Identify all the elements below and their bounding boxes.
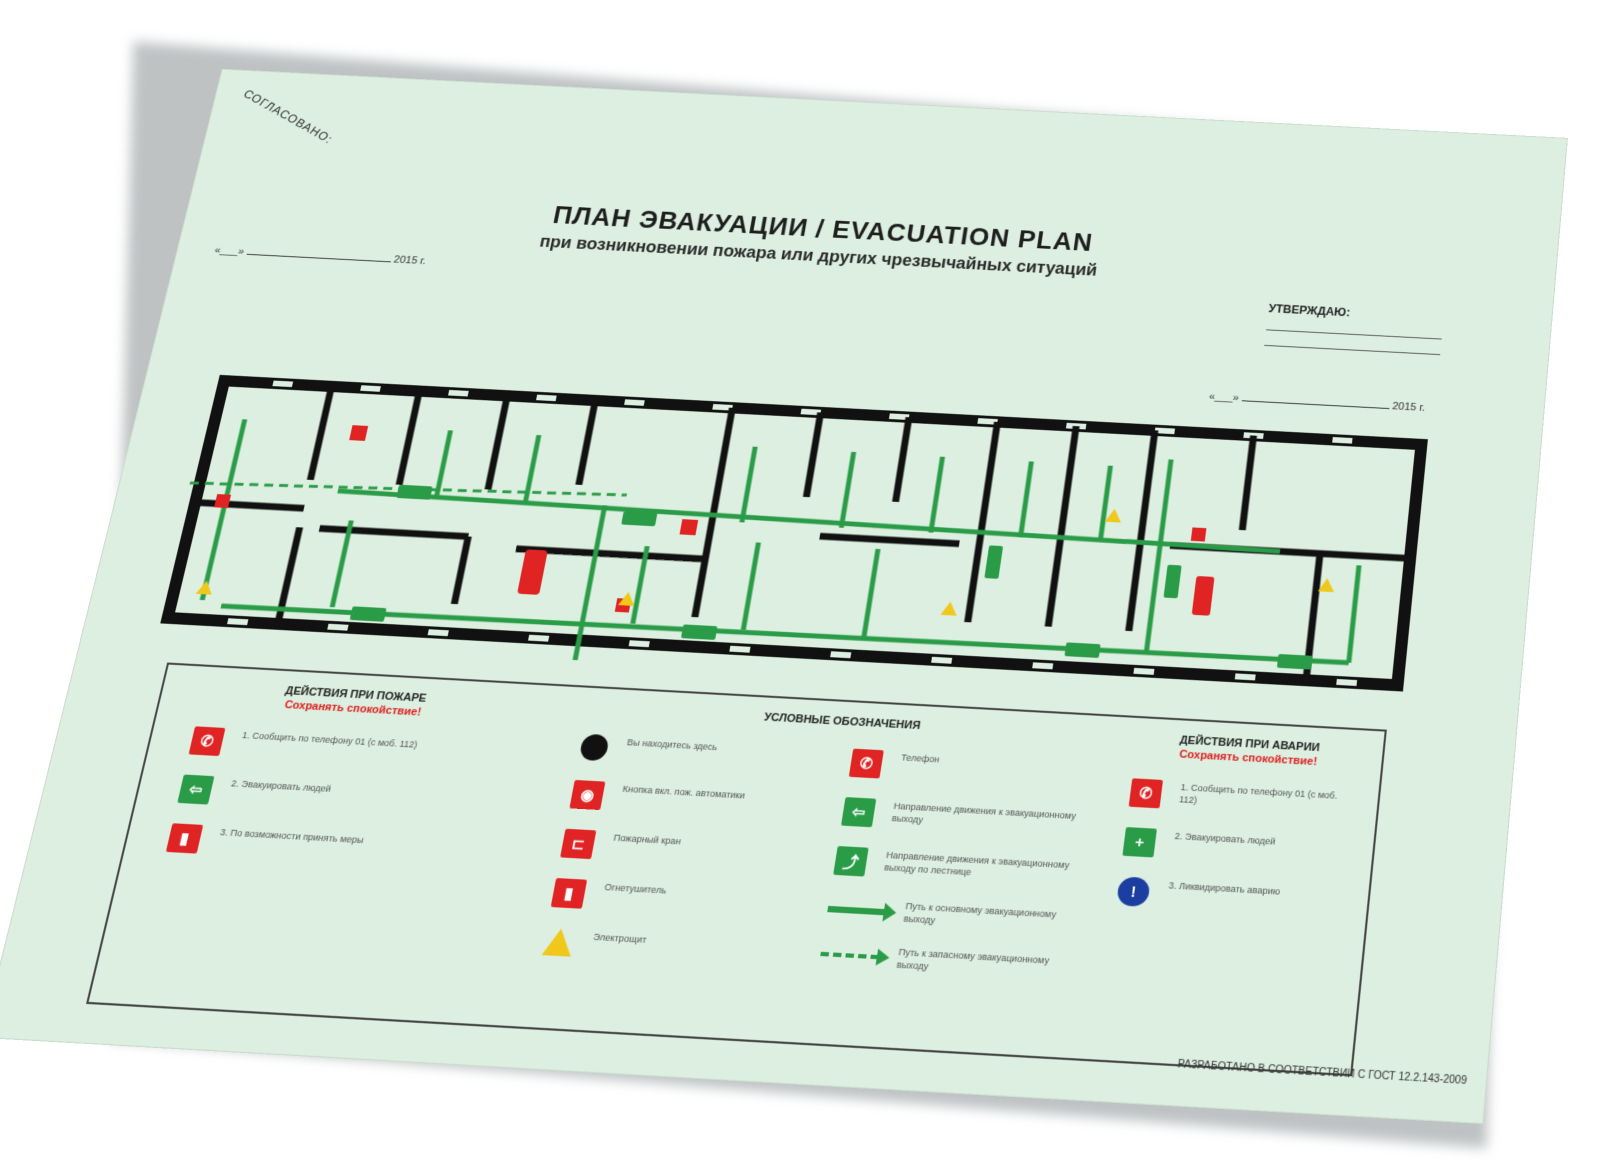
hydrant-icon: ⊏ [560, 828, 597, 860]
electric-board-icon [541, 927, 576, 957]
spare-route-arrow-icon [820, 951, 880, 960]
main-evacuation-routes [191, 410, 1369, 706]
stairs-exit-icon: ⤴ [833, 846, 869, 877]
alarm-button-icon: ◉ [569, 779, 606, 811]
fire-actions: ДЕЙСТВИЯ ПРИ ПОЖАРЕ Сохранять спокойстви… [165, 681, 509, 870]
symbol-spare-route: Путь к запасному эвакуационному выходу [895, 946, 1050, 972]
accident-step-3: 3. Ликвидировать аварию [1168, 880, 1281, 897]
exit-icon: ⇦ [177, 774, 215, 805]
symbol-exit: Направление движения к эвакуационному вы… [891, 800, 1077, 825]
phone-icon: ✆ [188, 726, 226, 757]
main-route-arrow-icon [827, 905, 887, 916]
symbol-phone: Телефон [900, 752, 941, 765]
you-are-here-icon [578, 733, 610, 762]
phone-icon: ✆ [848, 748, 884, 779]
fire-step-2: 2. Эвакуировать людей [230, 778, 333, 794]
symbol-extinguisher: Огнетушитель [603, 881, 668, 896]
date-left: «___»2015 г. [213, 244, 427, 267]
symbol-main-route: Путь к основному эвакуационному выходу [902, 900, 1057, 926]
accident-actions: ДЕЙСТВИЯ ПРИ АВАРИИ Сохранять спокойстви… [1116, 732, 1363, 918]
symbol-hydrant: Пожарный кран [612, 832, 682, 847]
floor-plan [153, 362, 1433, 706]
symbol-stairs: Направление движения к эвакуационному вы… [883, 849, 1071, 878]
fire-step-3: 3. По возможности принять меры [219, 826, 365, 846]
extinguisher-icon: ▮ [550, 878, 588, 909]
legend-box: ДЕЙСТВИЯ ПРИ ПОЖАРЕ Сохранять спокойстви… [86, 662, 1387, 1077]
symbol-alarm: Кнопка вкл. пож. автоматики [621, 783, 746, 801]
accident-step-1: 1. Сообщить по телефону 01 (с моб. 112) [1178, 782, 1338, 806]
symbols: УСЛОВНЫЕ ОБОЗНАЧЕНИЯ Вы находитесь здесь… [541, 702, 1098, 985]
approved-label: СОГЛАСОВАНО: [240, 86, 336, 147]
fire-step-1: 1. Сообщить по телефону 01 (с моб. 112) [241, 730, 419, 750]
confirm-block: УТВЕРЖДАЮ: [1264, 302, 1444, 356]
plan-sheet: СОГЛАСОВАНО: «___»2015 г. ПЛАН ЭВАКУАЦИИ… [0, 69, 1567, 1124]
extinguisher-icon: ▮ [165, 823, 204, 854]
date-right: «___»2015 г. [1208, 391, 1426, 414]
exit-signs [349, 484, 1313, 670]
symbol-electric: Электрощит [592, 931, 648, 946]
accident-step-2: 2. Эвакуировать людей [1174, 830, 1277, 847]
exit-icon: ⇦ [841, 797, 877, 828]
first-aid-icon: + [1122, 827, 1157, 858]
symbol-you-are-here: Вы находитесь здесь [626, 737, 719, 753]
confirm-label: УТВЕРЖДАЮ: [1267, 302, 1351, 320]
phone-icon: ✆ [1128, 778, 1164, 809]
liquidation-icon: ! [1116, 876, 1151, 908]
plan-title-block: ПЛАН ЭВАКУАЦИИ / EVACUATION PLAN при воз… [508, 200, 1132, 282]
